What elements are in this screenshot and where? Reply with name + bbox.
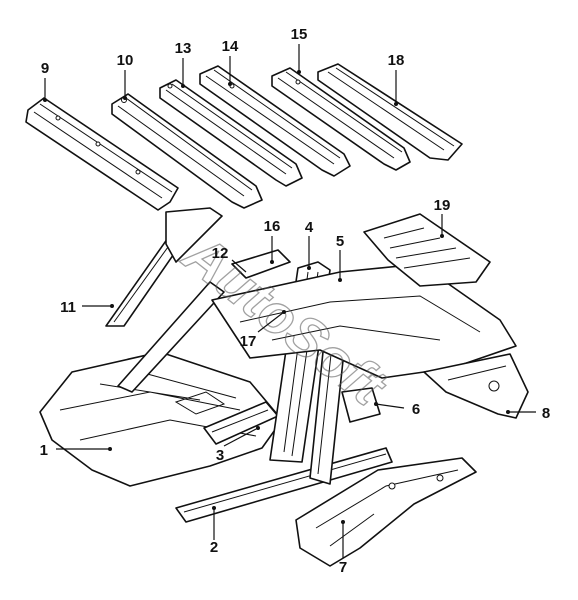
leader-lines bbox=[43, 44, 536, 558]
roof-bow-part-14 bbox=[199, 65, 351, 177]
roof-bow-part-13 bbox=[159, 79, 303, 187]
a-pillar-upper-part-12 bbox=[165, 207, 223, 263]
pillar-reinforcement-part-6 bbox=[341, 387, 381, 423]
callout-5: 5 bbox=[336, 233, 344, 250]
callout-2: 2 bbox=[210, 539, 218, 556]
callout-1: 1 bbox=[40, 442, 48, 459]
callout-19: 19 bbox=[434, 197, 451, 214]
callout-4: 4 bbox=[305, 219, 314, 236]
callout-11: 11 bbox=[60, 299, 76, 316]
callout-18: 18 bbox=[388, 52, 405, 69]
callout-6: 6 bbox=[412, 401, 420, 418]
front-pillar-brace bbox=[117, 281, 225, 393]
callout-7: 7 bbox=[339, 559, 347, 576]
roof-bow-part-10 bbox=[111, 93, 263, 209]
callout-9: 9 bbox=[41, 60, 49, 77]
callout-16: 16 bbox=[264, 218, 281, 235]
callout-14: 14 bbox=[222, 38, 239, 55]
roof-bow-part-15 bbox=[271, 67, 411, 171]
roof-rail-part-9 bbox=[25, 97, 179, 211]
callout-15: 15 bbox=[291, 26, 308, 43]
callout-labels: 1 2 3 4 5 6 7 8 9 10 11 12 13 14 15 16 1… bbox=[40, 26, 551, 576]
callout-10: 10 bbox=[117, 52, 134, 69]
callout-3: 3 bbox=[216, 447, 224, 464]
roof-panel-part-18 bbox=[317, 63, 463, 161]
callout-8: 8 bbox=[542, 405, 550, 422]
callout-12: 12 bbox=[212, 245, 229, 262]
rear-end-panel-part-8 bbox=[423, 353, 529, 419]
rear-longitudinal-member-part-7 bbox=[295, 457, 477, 567]
callout-17: 17 bbox=[240, 333, 257, 350]
bracket-part-16 bbox=[231, 249, 291, 279]
floor-panel-part-1 bbox=[39, 351, 283, 487]
callout-13: 13 bbox=[175, 40, 192, 57]
spare-wheel-well-part-19 bbox=[363, 213, 491, 287]
rear-floor-panel bbox=[211, 263, 517, 379]
